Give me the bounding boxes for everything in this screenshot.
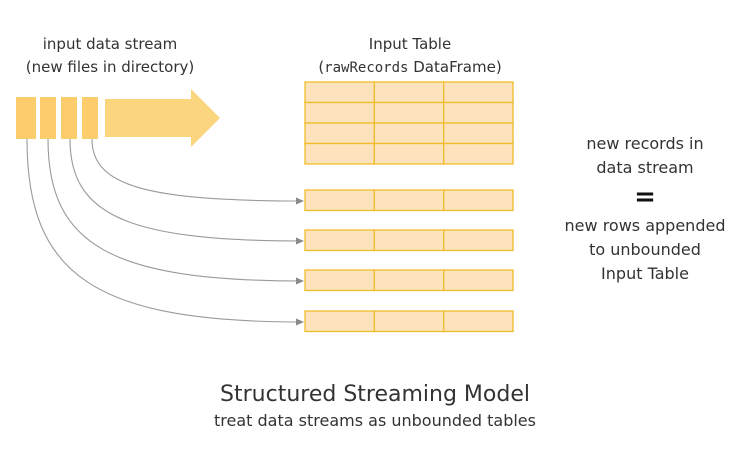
connector-arrow: [69, 138, 304, 245]
equation-top-line1: new records in: [586, 134, 704, 153]
table-row: [304, 101, 514, 124]
footer: Structured Streaming Model treat data st…: [0, 380, 750, 432]
table-cell: [304, 101, 375, 124]
stream-block-3: [61, 97, 77, 139]
connector-arrows: [26, 138, 304, 326]
table-cell: [443, 122, 514, 145]
appended-rows: [304, 189, 514, 333]
stream-block-2: [40, 97, 56, 139]
stream-label-line2: (new files in directory): [25, 58, 195, 76]
appended-row: [304, 310, 514, 333]
table-cell: [373, 269, 445, 292]
appended-row: [304, 189, 514, 212]
stream-arrow: [105, 89, 220, 147]
connector-arrow: [91, 138, 304, 205]
table-row: [304, 142, 514, 165]
table-cell: [443, 269, 514, 292]
equation-bottom-line2: to unbounded: [589, 240, 701, 259]
stream-label-line1: input data stream: [42, 35, 178, 53]
table-cell: [443, 189, 514, 212]
table-cell: [443, 142, 514, 165]
table-cell: [373, 101, 445, 124]
dataframe-type: DataFrame: [413, 58, 496, 76]
table-cell: [373, 189, 445, 212]
equation-block: new records in data stream = new rows ap…: [545, 132, 745, 286]
table-cell: [304, 229, 375, 252]
stream-block-4: [82, 97, 98, 139]
appended-row: [304, 229, 514, 252]
table-cell: [373, 142, 445, 165]
equation-top-line2: data stream: [596, 158, 694, 177]
input-table-label: Input Table (rawRecords DataFrame): [290, 33, 530, 80]
table-cell: [304, 81, 375, 104]
table-cell: [304, 310, 375, 333]
table-cell: [373, 229, 445, 252]
table-cell: [304, 122, 375, 145]
table-cell: [304, 269, 375, 292]
appended-row: [304, 269, 514, 292]
table-cell: [373, 81, 445, 104]
input-table-subtitle: (rawRecords DataFrame): [318, 58, 502, 76]
dataframe-name: rawRecords: [324, 60, 409, 76]
equation-bottom-line1: new rows appended: [564, 216, 726, 235]
table-row: [304, 122, 514, 145]
table-cell: [304, 189, 375, 212]
table-cell: [443, 81, 514, 104]
table-cell: [304, 142, 375, 165]
table-cell: [373, 310, 445, 333]
table-cell: [443, 229, 514, 252]
table-cell: [443, 101, 514, 124]
connector-arrow: [47, 138, 304, 285]
table-cell: [443, 310, 514, 333]
equals-sign: =: [634, 182, 656, 212]
table-cell: [373, 122, 445, 145]
diagram-subtitle: treat data streams as unbounded tables: [214, 411, 536, 430]
stream-label: input data stream (new files in director…: [0, 33, 220, 79]
connector-arrow: [26, 138, 304, 326]
input-table-title: Input Table: [368, 35, 452, 53]
stream-block-1: [16, 97, 36, 139]
diagram-title: Structured Streaming Model: [220, 382, 530, 407]
table-row: [304, 81, 514, 104]
input-table: [304, 81, 514, 165]
equation-bottom-line3: Input Table: [601, 264, 689, 283]
